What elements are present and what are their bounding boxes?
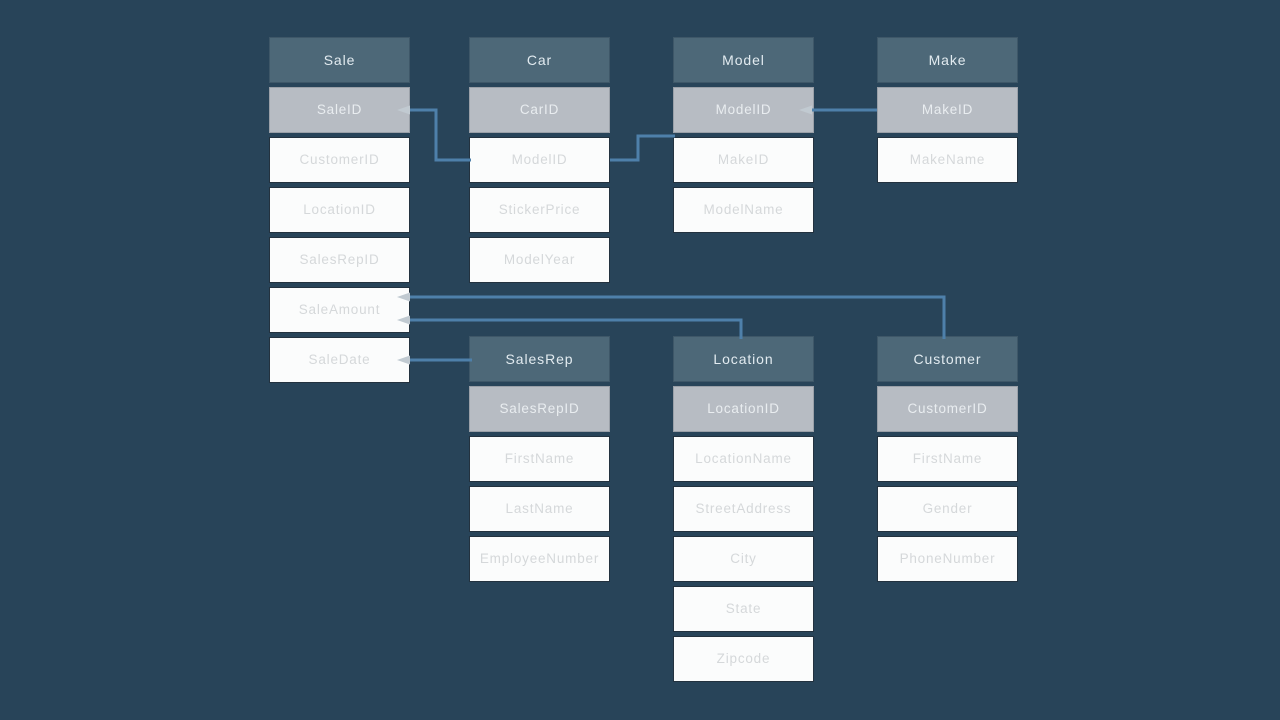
- field-row-location: LocationName: [673, 436, 814, 482]
- key-field-row-location: LocationID: [673, 386, 814, 432]
- field-row-car: ModelID: [469, 137, 610, 183]
- connection-line-sale-to-customer: [410, 295, 946, 339]
- field-row-sale: SaleDate: [269, 337, 410, 383]
- key-field-row-customer: CustomerID: [877, 386, 1018, 432]
- field-row-car: ModelYear: [469, 237, 610, 283]
- field-row-location: Zipcode: [673, 636, 814, 682]
- field-row-model: MakeID: [673, 137, 814, 183]
- field-row-salesrep: EmployeeNumber: [469, 536, 610, 582]
- connection-line-car-modelid-to-model: [610, 134, 675, 162]
- key-field-row-salesrep: SalesRepID: [469, 386, 610, 432]
- table-title-model: Model: [673, 37, 814, 83]
- field-row-sale: SalesRepID: [269, 237, 410, 283]
- field-row-customer: FirstName: [877, 436, 1018, 482]
- key-field-row-car: CarID: [469, 87, 610, 133]
- connection-line-sale-saleid-to-car: [410, 108, 471, 162]
- field-row-car: StickerPrice: [469, 187, 610, 233]
- field-row-sale: SaleAmount: [269, 287, 410, 333]
- table-title-car: Car: [469, 37, 610, 83]
- field-row-location: State: [673, 586, 814, 632]
- field-row-model: ModelName: [673, 187, 814, 233]
- table-title-customer: Customer: [877, 336, 1018, 382]
- table-title-location: Location: [673, 336, 814, 382]
- table-title-salesrep: SalesRep: [469, 336, 610, 382]
- table-title-make: Make: [877, 37, 1018, 83]
- field-row-sale: CustomerID: [269, 137, 410, 183]
- field-row-sale: LocationID: [269, 187, 410, 233]
- table-title-sale: Sale: [269, 37, 410, 83]
- field-row-location: StreetAddress: [673, 486, 814, 532]
- field-row-make: MakeName: [877, 137, 1018, 183]
- field-row-customer: PhoneNumber: [877, 536, 1018, 582]
- field-row-location: City: [673, 536, 814, 582]
- key-field-row-sale: SaleID: [269, 87, 410, 133]
- field-row-salesrep: LastName: [469, 486, 610, 532]
- key-field-row-make: MakeID: [877, 87, 1018, 133]
- key-field-row-model: ModelID: [673, 87, 814, 133]
- field-row-customer: Gender: [877, 486, 1018, 532]
- field-row-salesrep: FirstName: [469, 436, 610, 482]
